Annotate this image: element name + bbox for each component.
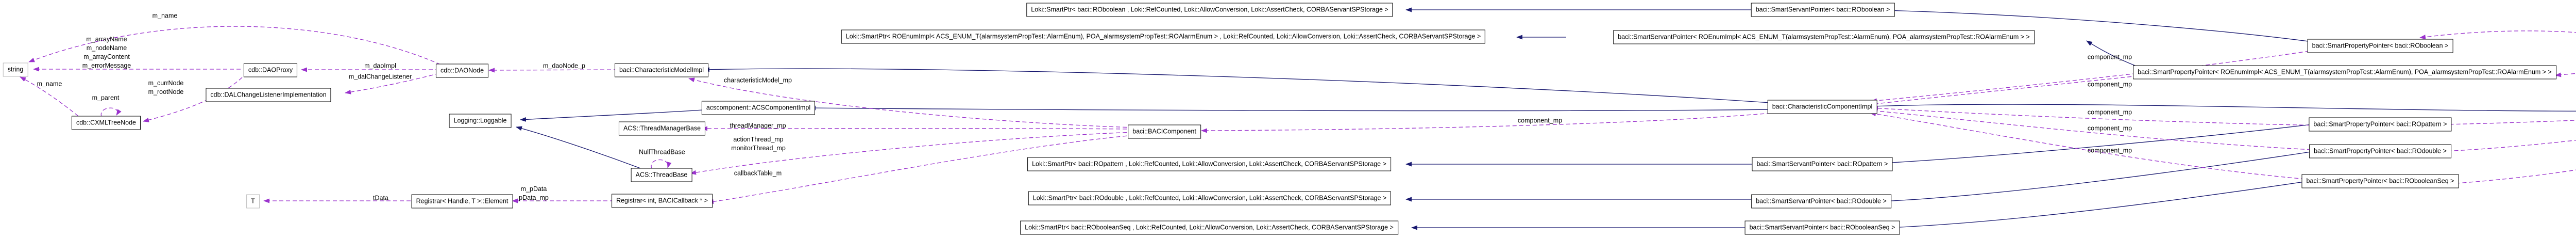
edge-spp-robooleanseq-to-cci [1870,112,2319,181]
edge-daonode-to-string-m-name [28,26,441,65]
node-string: string [3,62,28,77]
edge-label-threadmanager-mp: threadManager_mp [730,122,786,130]
edge-label-m-daoimpl: m_daoImpl [364,62,396,70]
node-acs-threadbase[interactable]: ACS::ThreadBase [631,168,692,182]
edge-label-component-mp-bacicomponent: component_mp [1517,117,1563,124]
edge-bacicomponent-to-characteristicmodelimpl [688,77,1134,128]
node-baci-characteristicmodelimpl[interactable]: baci::CharacteristicModelImpl [615,63,708,77]
edge-spp-ropattern-to-ssp-ropattern [1882,122,2325,165]
edge-threadbase-to-loggable [516,126,641,169]
node-ssp-roboolean[interactable]: baci::SmartServantPointer< baci::ROboole… [1751,3,1895,17]
node-loki-smartptr-robooleanseq[interactable]: Loki::SmartPtr< baci::RObooleanSeq , Lok… [1020,220,1398,235]
node-cdb-dalchangelistenerimplementation[interactable]: cdb::DALChangeListenerImplementation [206,88,331,102]
edge-spp-roboolean-to-cci [1871,49,2323,103]
edge-label-component-mp-2: component_mp [2087,81,2132,88]
edge-daonode-to-dalchangelistener [345,73,440,94]
edge-label-component-mp-4: component_mp [2087,124,2132,132]
node-registrar-int-bacicallback[interactable]: Registrar< int, BACICallback * > [612,194,713,208]
edge-acscomponentimpl-to-loggable [520,109,711,122]
node-ssp-robooleanseq[interactable]: baci::SmartServantPointer< baci::ROboole… [1744,220,1900,235]
node-t: T [246,194,260,209]
edge-label-component-mp-3: component_mp [2087,108,2132,116]
node-spp-roenum[interactable]: baci::SmartPropertyPointer< ROEnumImpl< … [2133,65,2556,80]
edge-label-m-name-top: m_name [152,12,178,20]
node-baci-characteristiccomponentimpl[interactable]: baci::CharacteristicComponentImpl [1767,100,1877,114]
edge-label-callbacktable-m: callbackTable_m [734,169,782,177]
edge-baciproptest-to-spp-robooleanseq [2449,169,2576,186]
node-ssp-ropattern[interactable]: baci::SmartServantPointer< baci::ROpatte… [1752,157,1893,171]
edge-label-nullthreadbase: NullThreadBase [639,148,685,156]
edge-spp-roenum-to-cci [1871,75,2139,106]
edge-baciproptest-to-characteristiccomponentimpl [1870,104,2576,112]
node-logging-loggable[interactable]: Logging::Loggable [449,114,512,128]
node-acscomponent-acscomponentimpl[interactable]: acscomponent::ACSComponentImpl [701,101,816,115]
edge-label-pdata: m_pData pData_mp [519,185,549,201]
edge-label-action-monitor-thread: actionThread_mp monitorThread_mp [731,136,786,152]
edge-label-characteristicmodel-mp: characteristicModel_mp [724,76,792,84]
edge-threadbase-self-nullthreadbase [651,159,672,169]
node-cdb-cxmltreenode[interactable]: cdb::CXMLTreeNode [71,116,141,130]
node-spp-robooleanseq[interactable]: baci::SmartPropertyPointer< baci::RObool… [2301,174,2459,188]
edge-baciproptest-to-spp-rodouble [2443,139,2576,154]
node-cdb-daoproxy[interactable]: cdb::DAOProxy [243,63,298,77]
node-spp-ropattern[interactable]: baci::SmartPropertyPointer< baci::ROpatt… [2309,117,2452,132]
edge-label-component-mp-1: component_mp [2087,53,2132,61]
edge-label-daoproxy-strings: m_arrayName m_nodeName m_arrayContent m_… [82,36,131,69]
node-loki-smartptr-rodouble[interactable]: Loki::SmartPtr< baci::ROdouble , Loki::R… [1028,191,1392,205]
edge-label-m-dalchangelistener: m_dalChangeListener [348,73,412,81]
edge-cxmltreenode-self-m-parent [100,107,122,117]
node-spp-roboolean[interactable]: baci::SmartPropertyPointer< baci::RObool… [2307,39,2453,53]
node-cdb-daonode[interactable]: cdb::DAONode [435,64,489,78]
edge-spp-robooleanseq-to-ssp-robooleanseq [1888,179,2319,230]
node-loki-smartptr-ropattern[interactable]: Loki::SmartPtr< baci::ROpattern , Loki::… [1027,157,1391,171]
edge-cxmltreenode-to-string-m-name [20,76,79,117]
edge-label-m-name-lower: m_name [37,80,62,88]
edge-daoproxy-to-cxmltreenode [143,77,243,122]
node-loki-smartptr-roenum[interactable]: Loki::SmartPtr< ROEnumImpl< ACS_ENUM_T(a… [841,29,1486,44]
edge-label-curr-root-node: m_currNode m_rootNode [148,80,184,96]
edge-characteristiccomponentimpl-to-acscomponentimpl [809,105,1778,112]
edge-characteristiccomponentimpl-to-characteristicmodelimpl [703,67,1778,104]
edge-baciproptest-to-spp-ropattern [2443,120,2576,127]
edge-characteristiccomponentimpl-to-bacicomponent [1201,112,1778,133]
node-acs-threadmanagerbase[interactable]: ACS::ThreadManagerBase [618,121,706,136]
edge-bacicomponent-to-callback-registrar [707,135,1134,204]
edge-baciproptest-to-spp-roenum [2555,72,2576,77]
edge-label-m-parent: m_parent [92,94,120,102]
node-ssp-rodouble[interactable]: baci::SmartServantPointer< baci::ROdoubl… [1751,194,1891,209]
edge-label-tdata: tData [373,194,388,202]
edge-spp-rodouble-to-cci [1871,108,2325,151]
node-baci-bacicomponent[interactable]: baci::BACIComponent [1128,124,1201,139]
edge-spp-ropattern-to-cci [1872,106,2324,126]
node-registrar-handle-t-element[interactable]: Registrar< Handle, T >::Element [411,194,513,209]
node-spp-rodouble[interactable]: baci::SmartPropertyPointer< baci::ROdoub… [2309,144,2451,158]
node-loki-smartptr-roboolean[interactable]: Loki::SmartPtr< baci::ROboolean , Loki::… [1026,3,1393,17]
edge-label-component-mp-5: component_mp [2087,147,2132,154]
node-ssp-roenum[interactable]: baci::SmartServantPointer< ROEnumImpl< A… [1613,30,2035,44]
edge-bacicomponent-to-threadbase [690,132,1134,175]
edge-spp-roboolean-to-ssp-roboolean [1884,8,2324,44]
edge-spp-rodouble-to-ssp-rodouble [1880,149,2325,204]
edge-label-m-daonode-p: m_daoNode_p [543,62,586,70]
